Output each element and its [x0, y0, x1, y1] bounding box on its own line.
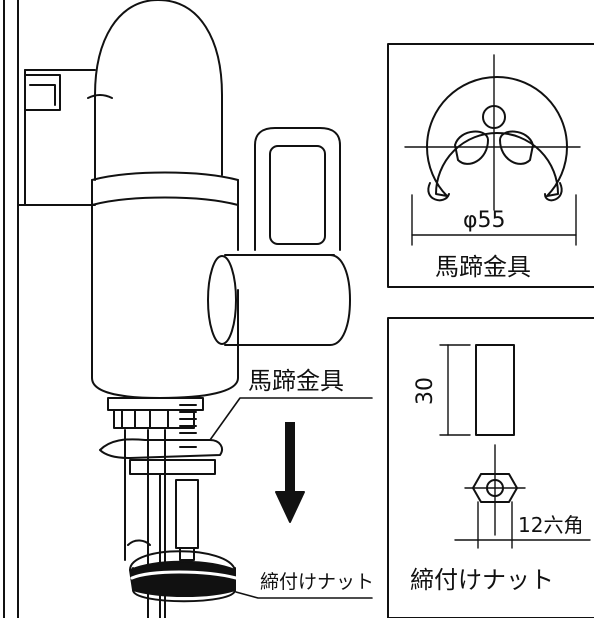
nut-detail	[439, 344, 591, 549]
tightening-nut-installed	[127, 539, 238, 603]
detail-box-horseshoe	[387, 43, 594, 288]
detail-box-nut	[387, 317, 594, 618]
horseshoe-detail	[404, 54, 581, 246]
down-arrow	[275, 422, 305, 523]
phi55-dimension-label: φ55	[463, 208, 506, 233]
nut-box-caption: 締付けナット	[410, 566, 554, 594]
counter-plate	[24, 69, 96, 206]
dim-30-label: 30	[413, 377, 438, 405]
hex-12-label: 12六角	[518, 513, 584, 537]
horseshoe-callout-label: 馬蹄金具	[248, 367, 344, 395]
callout-leaders	[209, 397, 373, 599]
wall-frame	[3, 0, 96, 618]
threaded-shank	[107, 397, 204, 448]
faucet-spout	[207, 254, 351, 346]
horseshoe-box-caption: 馬蹄金具	[435, 253, 531, 281]
nut-callout-label: 締付けナット	[260, 571, 375, 593]
faucet-handle	[254, 127, 341, 256]
horseshoe-bracket-installed	[99, 438, 223, 475]
